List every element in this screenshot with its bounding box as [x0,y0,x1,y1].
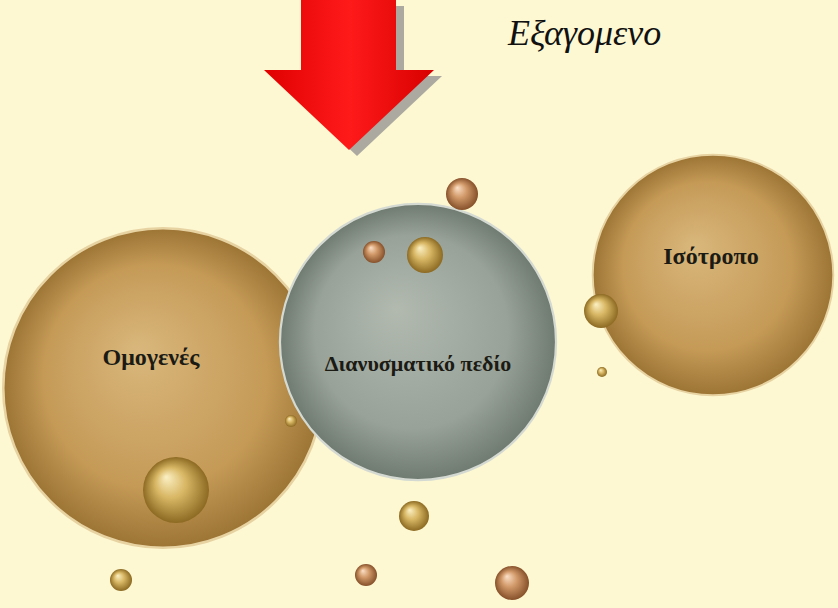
center-circle: Διανυσματικό πεδίο [278,202,558,482]
bubble [446,178,478,210]
arrow-body [264,0,434,150]
bubble [584,294,618,328]
bubble [399,501,429,531]
bubble [363,241,385,263]
bubble [143,457,209,523]
circle-label: Ομογενές [103,344,200,372]
circle-fill [593,155,834,396]
bubble [110,569,132,591]
bubble-group [110,178,618,600]
circle-label: Ισότροπο [663,243,758,271]
bubble [597,367,607,377]
circle-outline [591,153,835,397]
bubble [285,415,297,427]
bubble [407,237,443,273]
circle-outline [1,226,325,550]
concept-circle: Ομογενές [1,226,325,550]
circle-outline [278,202,558,482]
circle-fill [3,228,322,547]
output-label: Εξαγομενο [508,12,661,54]
circle-label: Διανυσματικό πεδίο [325,351,512,376]
bubble [495,566,529,600]
concept-circle: Ισότροπο [591,153,835,397]
circle-fill [280,204,556,480]
bubble [355,564,377,586]
